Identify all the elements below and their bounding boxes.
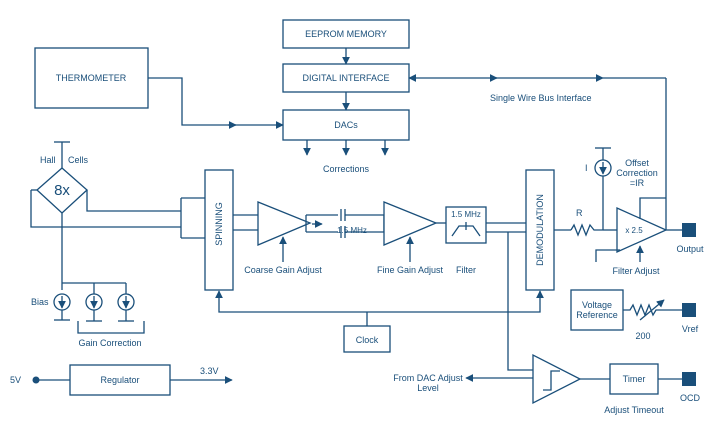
- current-i-label: I: [585, 163, 588, 173]
- fine-gain-label: Fine Gain Adjust: [376, 265, 444, 275]
- resistor-200-adjust: [639, 299, 665, 321]
- fine-gain-amp: [383, 201, 438, 246]
- 5v-label: 5V: [10, 375, 22, 385]
- eeprom-memory-block: [282, 19, 410, 49]
- filter-to-comparator: [507, 232, 533, 371]
- digital-interface-label: DIGITAL INTERFACE: [302, 73, 390, 83]
- coarse-gain-amp: [257, 201, 312, 246]
- filter-adjust-label: Filter Adjust: [612, 266, 660, 276]
- offset-correction-label: Offset Correction =IR: [616, 158, 658, 188]
- output-pin-label: Output: [676, 244, 704, 254]
- hall-left-to-spinning: [30, 190, 181, 228]
- filter-adjust-line: [595, 249, 620, 262]
- clock-label: Clock: [355, 335, 379, 345]
- resistor-r: [570, 223, 603, 237]
- regulator-label: Regulator: [100, 375, 140, 385]
- gain-correction-bracket: [77, 321, 145, 334]
- output-pin: [682, 223, 696, 237]
- comparator-symbol: [543, 370, 560, 391]
- filter-label: Filter: [456, 265, 476, 275]
- resistor-200-label: 200: [635, 331, 651, 341]
- thermometer-to-dacs-arrow: [148, 77, 284, 129]
- hall-right-to-spinning: [86, 190, 181, 212]
- chopper-freq-label: 1.5 MHz: [337, 226, 367, 235]
- 3v3-label: 3.3V: [200, 366, 219, 376]
- resistor-r-label: R: [576, 208, 583, 218]
- coarse-gain-label: Coarse Gain Adjust: [244, 265, 322, 275]
- from-dac-label: From DAC Adjust Level: [393, 373, 463, 393]
- clock-bus: [218, 300, 541, 313]
- comparator: [532, 353, 582, 405]
- thermometer-label: THERMOMETER: [55, 73, 127, 83]
- hall-elements-label: 8x: [54, 182, 70, 199]
- resistor-200: [623, 303, 682, 317]
- dacs-label: DACs: [334, 120, 358, 130]
- spinning-block: [204, 169, 234, 291]
- eeprom-label: EEPROM MEMORY: [305, 29, 387, 39]
- ocd-pin-label: OCD: [680, 393, 700, 403]
- adjust-timeout-label: Adjust Timeout: [604, 405, 664, 415]
- single-wire-label: Single Wire Bus Interface: [490, 93, 592, 103]
- demodulation-block: [525, 169, 555, 291]
- timer-label: Timer: [622, 374, 646, 384]
- digital-interface-block: [282, 63, 410, 93]
- vref-pin-label: Vref: [681, 324, 699, 334]
- cells-label: Cells: [68, 155, 89, 165]
- spinning-label: SPINNING: [214, 202, 224, 246]
- corrections-label: Corrections: [322, 164, 370, 174]
- filter-freq-label: 1.5 MHz: [451, 210, 481, 219]
- gain-correction-label: Gain Correction: [78, 338, 142, 348]
- ocd-pin: [682, 372, 696, 386]
- hall-label: Hall: [40, 155, 56, 165]
- voltage-reference-block: [570, 289, 624, 331]
- vref-pin: [682, 303, 696, 317]
- amp-gain-label: x 2.5: [625, 226, 643, 235]
- demodulation-label: DEMODULATION: [535, 194, 545, 266]
- bias-label: Bias: [31, 297, 49, 307]
- output-amp: [616, 206, 668, 254]
- feedback-line: [639, 197, 666, 219]
- voltage-reference-label: Voltage Reference: [576, 300, 618, 320]
